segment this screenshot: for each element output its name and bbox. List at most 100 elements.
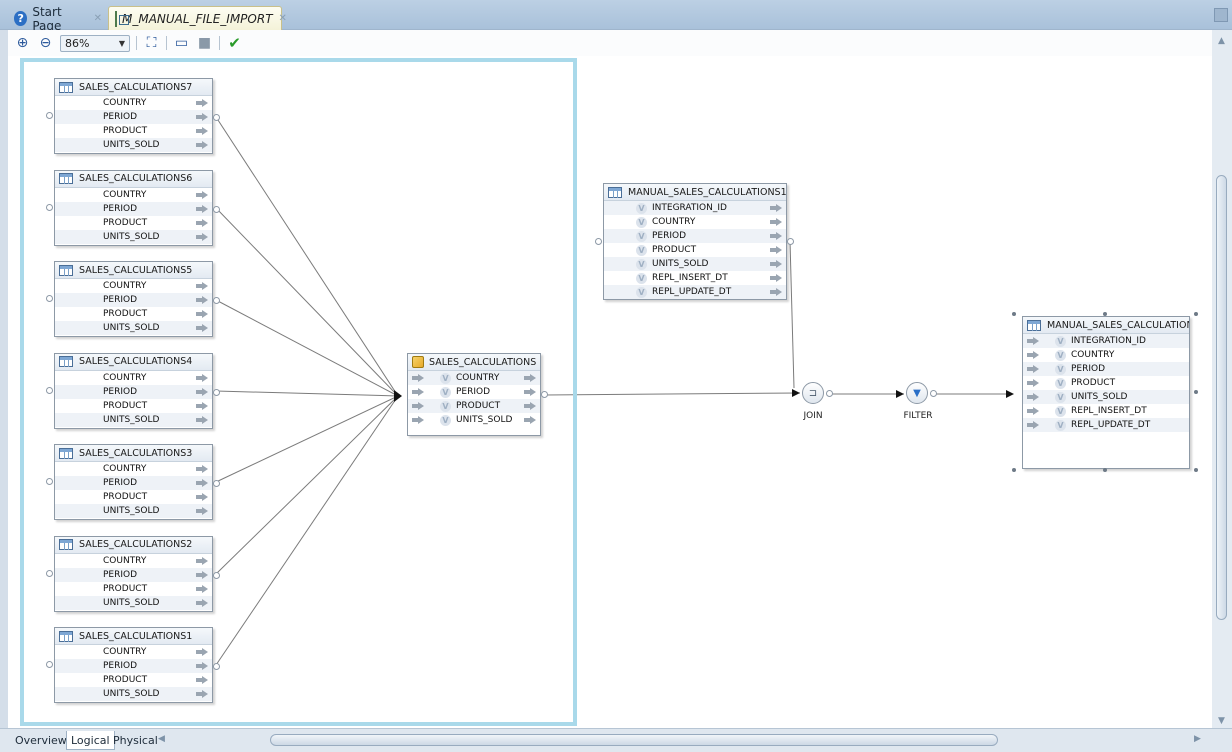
close-icon[interactable]: ✕	[278, 13, 287, 24]
attribute-row[interactable]: COUNTRY	[55, 462, 212, 476]
attribute-row[interactable]: COUNTRY	[55, 370, 212, 385]
attribute-row[interactable]: PERIOD	[55, 659, 212, 673]
input-port[interactable]	[46, 203, 53, 211]
zoom-in-icon[interactable]: ⊕	[16, 35, 29, 51]
attribute-row[interactable]: PRODUCT	[55, 673, 212, 687]
attribute-row[interactable]: PERIOD	[55, 384, 212, 399]
filter-operator[interactable]: ▼	[906, 382, 928, 404]
resize-handle[interactable]	[1103, 312, 1107, 316]
output-port[interactable]	[541, 391, 548, 398]
datastore-header[interactable]: SALES_CALCULATIONS3	[55, 445, 212, 462]
attribute-row[interactable]: UNITS_SOLD	[55, 321, 212, 335]
resize-handle[interactable]	[1194, 312, 1198, 316]
input-port[interactable]	[46, 295, 53, 302]
tab-start-page[interactable]: ? Start Page ✕	[8, 5, 108, 33]
tab-list-dropdown-icon[interactable]	[1214, 8, 1228, 22]
output-port[interactable]	[213, 480, 220, 487]
fit-to-window-icon[interactable]: ⛶	[146, 35, 157, 51]
resize-handle[interactable]	[1194, 390, 1198, 394]
output-port[interactable]	[213, 663, 220, 670]
grid-icon[interactable]: ■	[197, 35, 212, 51]
output-port[interactable]	[213, 205, 220, 213]
input-port[interactable]	[595, 238, 602, 245]
datastore-header[interactable]: MANUAL_SALES_CALCULATIONS	[1023, 317, 1189, 334]
resize-handle[interactable]	[1194, 468, 1198, 472]
attribute-row[interactable]: PERIOD	[55, 476, 212, 490]
output-port[interactable]	[213, 388, 220, 396]
attribute-row[interactable]: UNITS_SOLD	[55, 412, 212, 427]
filter-output-port[interactable]	[930, 390, 937, 397]
datastore-header[interactable]: SALES_CALCULATIONS	[408, 354, 540, 371]
attribute-row[interactable]: PERIOD	[55, 201, 212, 216]
attribute-row[interactable]: COUNTRY	[55, 187, 212, 202]
resize-handle[interactable]	[1103, 468, 1107, 472]
attribute-row[interactable]: COUNTRY	[55, 645, 212, 659]
output-port[interactable]	[213, 571, 220, 579]
horizontal-scrollbar[interactable]: ◀ ▶	[158, 733, 1208, 747]
attribute-row[interactable]: PRODUCT	[55, 124, 212, 138]
attribute-row[interactable]: UNITS_SOLD	[55, 687, 212, 701]
attribute-row[interactable]: UNITS_SOLD	[55, 138, 212, 152]
scroll-left-icon[interactable]: ◀	[158, 734, 165, 744]
layout-icon[interactable]: ▭	[174, 35, 189, 51]
vertical-scrollbar[interactable]: ▲ ▼	[1212, 30, 1232, 730]
output-port[interactable]	[213, 297, 220, 304]
zoom-out-icon[interactable]: ⊖	[39, 35, 52, 51]
input-port[interactable]	[46, 112, 53, 119]
input-port[interactable]	[46, 478, 53, 485]
attribute-row[interactable]: PRODUCT	[55, 215, 212, 230]
attribute-row[interactable]: PRODUCT	[55, 490, 212, 504]
tab-logical[interactable]: Logical	[66, 731, 115, 750]
attribute-row[interactable]: PERIOD	[55, 110, 212, 124]
zoom-select[interactable]: 86% ▼	[60, 34, 130, 52]
datastore-header[interactable]: SALES_CALCULATIONS4	[55, 353, 212, 371]
attribute-row[interactable]: PRODUCT	[55, 398, 212, 413]
input-port[interactable]	[46, 569, 53, 577]
output-port[interactable]	[787, 238, 794, 245]
attribute-row[interactable]: UNITS_SOLD	[55, 504, 212, 518]
join-output-port[interactable]	[826, 390, 833, 397]
join-operator[interactable]: ⊐	[802, 382, 824, 404]
datastore-header[interactable]: SALES_CALCULATIONS6	[55, 170, 212, 188]
tab-mapping[interactable]: M_MANUAL_FILE_IMPORT ✕	[108, 6, 287, 30]
attribute-row[interactable]: PERIOD	[55, 567, 212, 582]
vertical-scroll-thumb[interactable]	[1216, 175, 1227, 620]
attribute-row[interactable]: PERIOD	[55, 293, 212, 307]
attribute-row[interactable]: COUNTRY	[55, 96, 212, 110]
scroll-up-icon[interactable]: ▲	[1218, 36, 1225, 46]
scroll-right-icon[interactable]: ▶	[1194, 734, 1201, 744]
resize-handle[interactable]	[1012, 312, 1016, 316]
datastore-header[interactable]: SALES_CALCULATIONS5	[55, 262, 212, 279]
tab-physical[interactable]: Physical	[113, 734, 158, 747]
attribute-row[interactable]: PRODUCT	[55, 581, 212, 596]
attribute-row[interactable]: UNITS_SOLD	[55, 229, 212, 244]
input-port[interactable]	[46, 661, 53, 668]
output-port[interactable]	[213, 114, 220, 121]
datastore-header[interactable]: SALES_CALCULATIONS7	[55, 79, 212, 96]
attribute-row[interactable]: COUNTRY	[55, 279, 212, 293]
resize-handle[interactable]	[1012, 468, 1016, 472]
